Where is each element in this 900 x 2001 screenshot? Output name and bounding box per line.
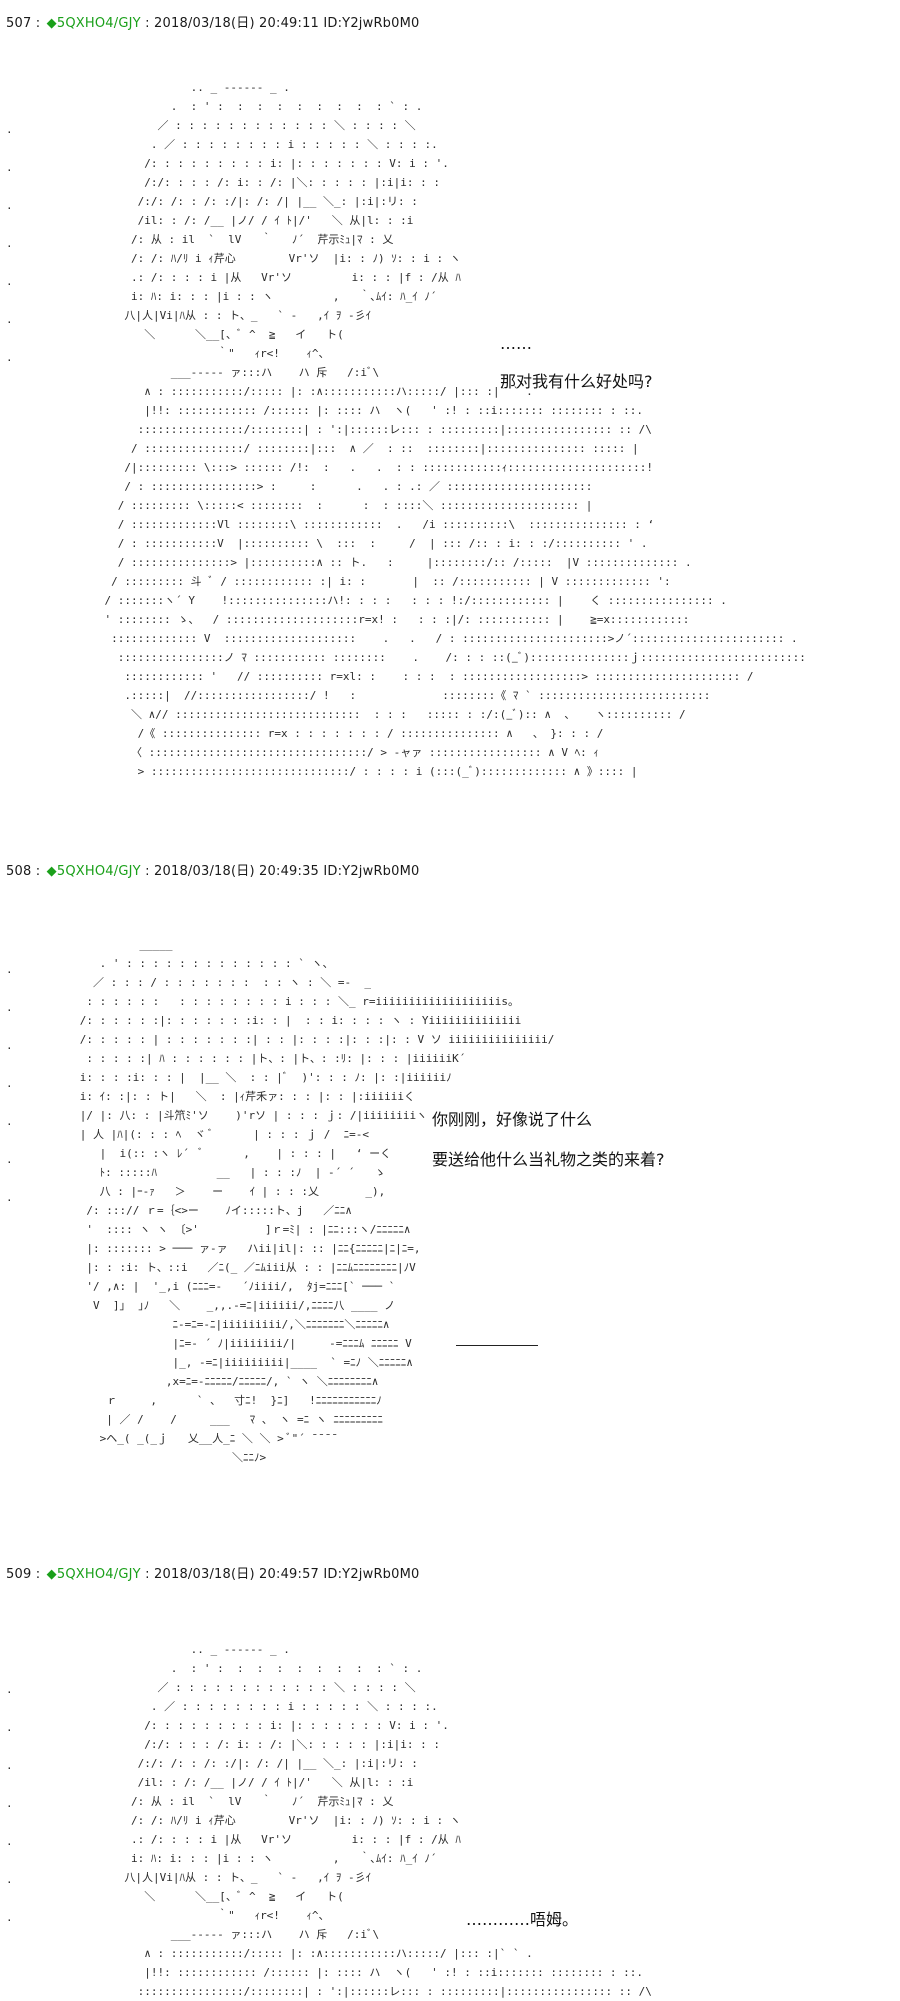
- side-dots-509: . . . . . . .: [6, 1683, 13, 1924]
- post-number: 509: [6, 1567, 32, 1582]
- dialogue-line-508-2: 要送给他什么当礼物之类的来着?: [432, 1150, 665, 1169]
- dialogue-line-507-2: 那对我有什么好处吗?: [500, 372, 653, 391]
- post-header-509: 509 : ◆5QXHO4/GJY : 2018/03/18(日) 20:49:…: [6, 1563, 420, 1582]
- horizontal-rule: [456, 1345, 538, 1346]
- dialogue-line-508-1: 你刚刚，好像说了什么: [432, 1110, 593, 1129]
- post-header-508: 508 : ◆5QXHO4/GJY : 2018/03/18(日) 20:49:…: [6, 860, 420, 879]
- dialogue-line-509-1: …………唔姆。: [466, 1910, 579, 1929]
- post-datetime-id: : 2018/03/18(日) 20:49:11 ID:Y2jwRb0M0: [140, 16, 420, 31]
- post-separator: :: [31, 864, 45, 879]
- post-header-507: 507 : ◆5QXHO4/GJY : 2018/03/18(日) 20:49:…: [6, 12, 420, 31]
- dialogue-line-507-1: ……: [500, 334, 532, 353]
- diamond-icon: ◆: [46, 16, 57, 31]
- ascii-art-509: .. _ --‐‐-- _ . . : ' : : : : : : : : : …: [124, 1643, 652, 1998]
- ascii-art-508: _____ . ' : : : : : : : : : : : : : ` ヽ、…: [79, 938, 555, 1464]
- diamond-icon: ◆: [46, 1567, 57, 1582]
- post-datetime-id: : 2018/03/18(日) 20:49:57 ID:Y2jwRb0M0: [140, 1567, 420, 1582]
- post-number: 508: [6, 864, 32, 879]
- side-dots-507: . . . . . . .: [6, 123, 13, 364]
- post-separator: :: [31, 1567, 45, 1582]
- post-tripcode[interactable]: 5QXHO4/GJY: [56, 1567, 141, 1582]
- post-number: 507: [6, 16, 32, 31]
- post-tripcode[interactable]: 5QXHO4/GJY: [56, 864, 141, 879]
- post-datetime-id: : 2018/03/18(日) 20:49:35 ID:Y2jwRb0M0: [140, 864, 420, 879]
- post-tripcode[interactable]: 5QXHO4/GJY: [56, 16, 141, 31]
- diamond-icon: ◆: [46, 864, 57, 879]
- post-separator: :: [31, 16, 45, 31]
- ascii-art-507: .. _ --‐‐-- _ . . : ' : : : : : : : : : …: [104, 81, 806, 778]
- side-dots-508: . . . . . . .: [6, 963, 13, 1204]
